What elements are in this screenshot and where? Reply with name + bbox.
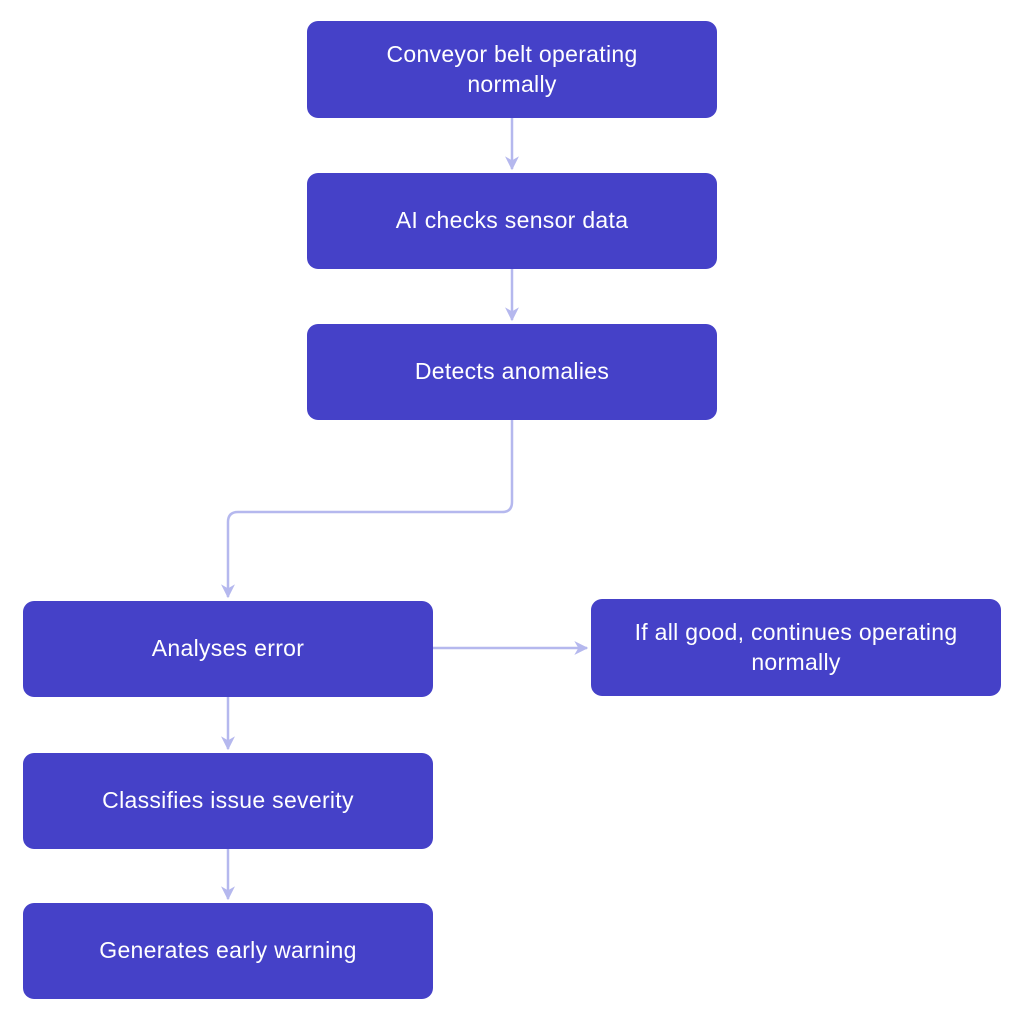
node-label: Classifies issue severity	[102, 787, 354, 814]
node-analyses-error: Analyses error	[23, 601, 433, 697]
node-label: Analyses error	[151, 635, 305, 662]
node-ai-checks-sensor-data: AI checks sensor data	[307, 173, 717, 269]
node-if-all-good-continues-operating-normally: If all good, continues operating normall…	[591, 599, 1001, 696]
node-generates-early-warning: Generates early warning	[23, 903, 433, 999]
node-label: AI checks sensor data	[395, 207, 629, 234]
node-label: Detects anomalies	[414, 358, 610, 385]
node-label: Generates early warning	[99, 937, 357, 964]
node-conveyor-belt-operating-normally: Conveyor belt operating normally	[307, 21, 717, 118]
node-classifies-issue-severity: Classifies issue severity	[23, 753, 433, 849]
node-label: If all good, continues operating normall…	[634, 619, 958, 675]
node-label: Conveyor belt operating normally	[386, 41, 638, 97]
node-detects-anomalies: Detects anomalies	[307, 324, 717, 420]
edge-detects-to-analyses	[221, 420, 514, 599]
